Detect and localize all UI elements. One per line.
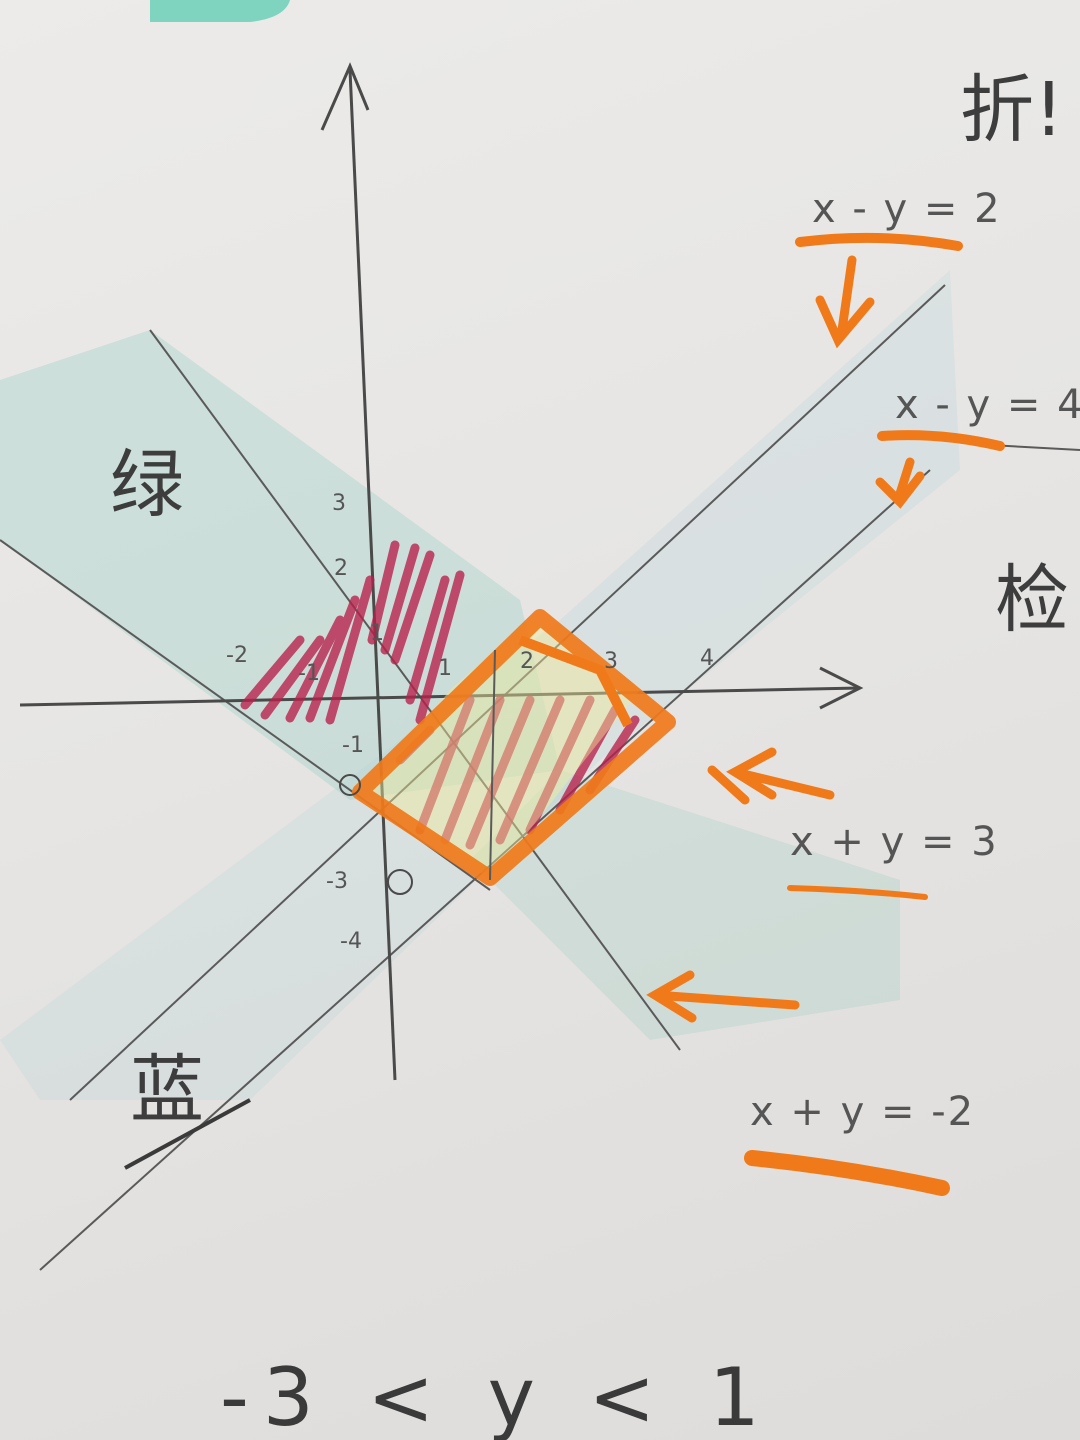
annotation-zhe: 折! (960, 67, 1064, 153)
equation-x-minus-y-2: x - y = 2 (812, 186, 1002, 232)
x-axis (19, 686, 861, 707)
x-tick-label: 2 (520, 649, 534, 674)
annotation-jian: 检 (995, 557, 1069, 643)
y-axis-arrow (320, 62, 370, 131)
feasible-square-fill (370, 620, 640, 880)
underline-eq3 (787, 885, 928, 900)
y-axis (348, 69, 397, 1081)
y-tick-label: 2 (334, 556, 348, 581)
x-tick-label: -2 (226, 643, 248, 668)
annotation-green: 绿 (110, 442, 184, 528)
green-band (0, 330, 560, 800)
y-tick-label: -1 (342, 733, 364, 758)
guide-vertical (489, 649, 496, 881)
equation-x-plus-y-3: x + y = 3 (790, 819, 999, 865)
line-x-minus-y-upper (69, 284, 946, 1101)
x-tick-label: 3 (604, 649, 618, 674)
circled-mark (339, 774, 361, 796)
right-stub-line (989, 444, 1080, 451)
underline-eq4 (744, 1150, 950, 1196)
green-band-lower (470, 770, 900, 1040)
underline-blue-label (124, 1098, 251, 1170)
x-tick-label: 4 (700, 646, 714, 671)
orange-arrows (646, 255, 925, 1023)
y-tick-label: -4 (340, 929, 362, 954)
inner-orange-trace (518, 635, 633, 728)
x-tick-labels: -2 -1 1 2 3 4 (226, 643, 714, 686)
x-tick-label: 1 (438, 656, 452, 681)
annotation-blue: 蓝 (130, 1047, 204, 1133)
y-tick-label: 1 (370, 621, 384, 646)
equation-x-minus-y-4: x - y = 4 (895, 382, 1080, 428)
y-tick-label: 3 (332, 491, 346, 516)
circled-mark (387, 869, 413, 895)
underline-eq2 (877, 430, 1005, 451)
y-tick-labels: 3 2 1 -1 -3 -4 (326, 491, 384, 954)
y-tick-label: -3 (326, 869, 348, 894)
x-tick-label: -1 (298, 661, 320, 686)
x-axis-arrow (819, 666, 864, 710)
teal-object-corner (150, 0, 290, 22)
bottom-inequality: -3 < y < 1 (220, 1351, 774, 1440)
red-hatch-region (240, 540, 640, 850)
underline-eq1 (795, 232, 963, 251)
equation-x-plus-y-neg2: x + y = -2 (750, 1089, 975, 1135)
